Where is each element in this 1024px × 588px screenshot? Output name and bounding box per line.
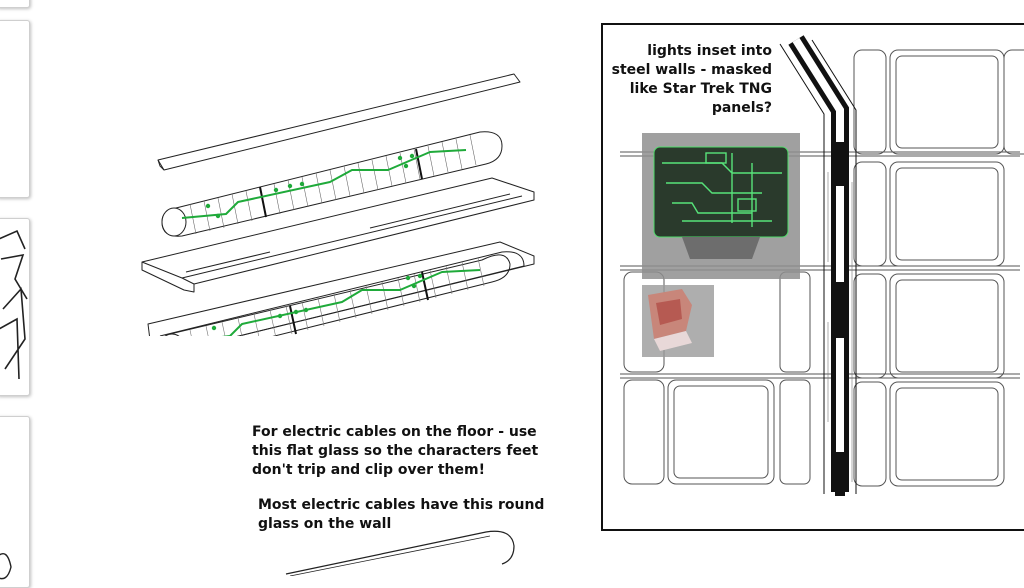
cable-housing-drawing — [130, 66, 550, 336]
page-thumb-3[interactable] — [0, 218, 30, 396]
console-photo-reference — [642, 285, 714, 357]
thumb-sketch — [0, 219, 29, 395]
page-thumb-4[interactable] — [0, 416, 30, 588]
page-thumb-1[interactable] — [0, 0, 30, 8]
tng-panel-reference — [642, 133, 800, 279]
thumb-sketch — [0, 417, 29, 587]
floor-cable-note: For electric cables on the floor - use t… — [252, 423, 542, 480]
wall-cable-note: Most electric cables have this round gla… — [258, 496, 548, 534]
wall-lights-note: lights inset into steel walls - masked l… — [604, 42, 772, 118]
page-thumb-2[interactable] — [0, 20, 30, 198]
